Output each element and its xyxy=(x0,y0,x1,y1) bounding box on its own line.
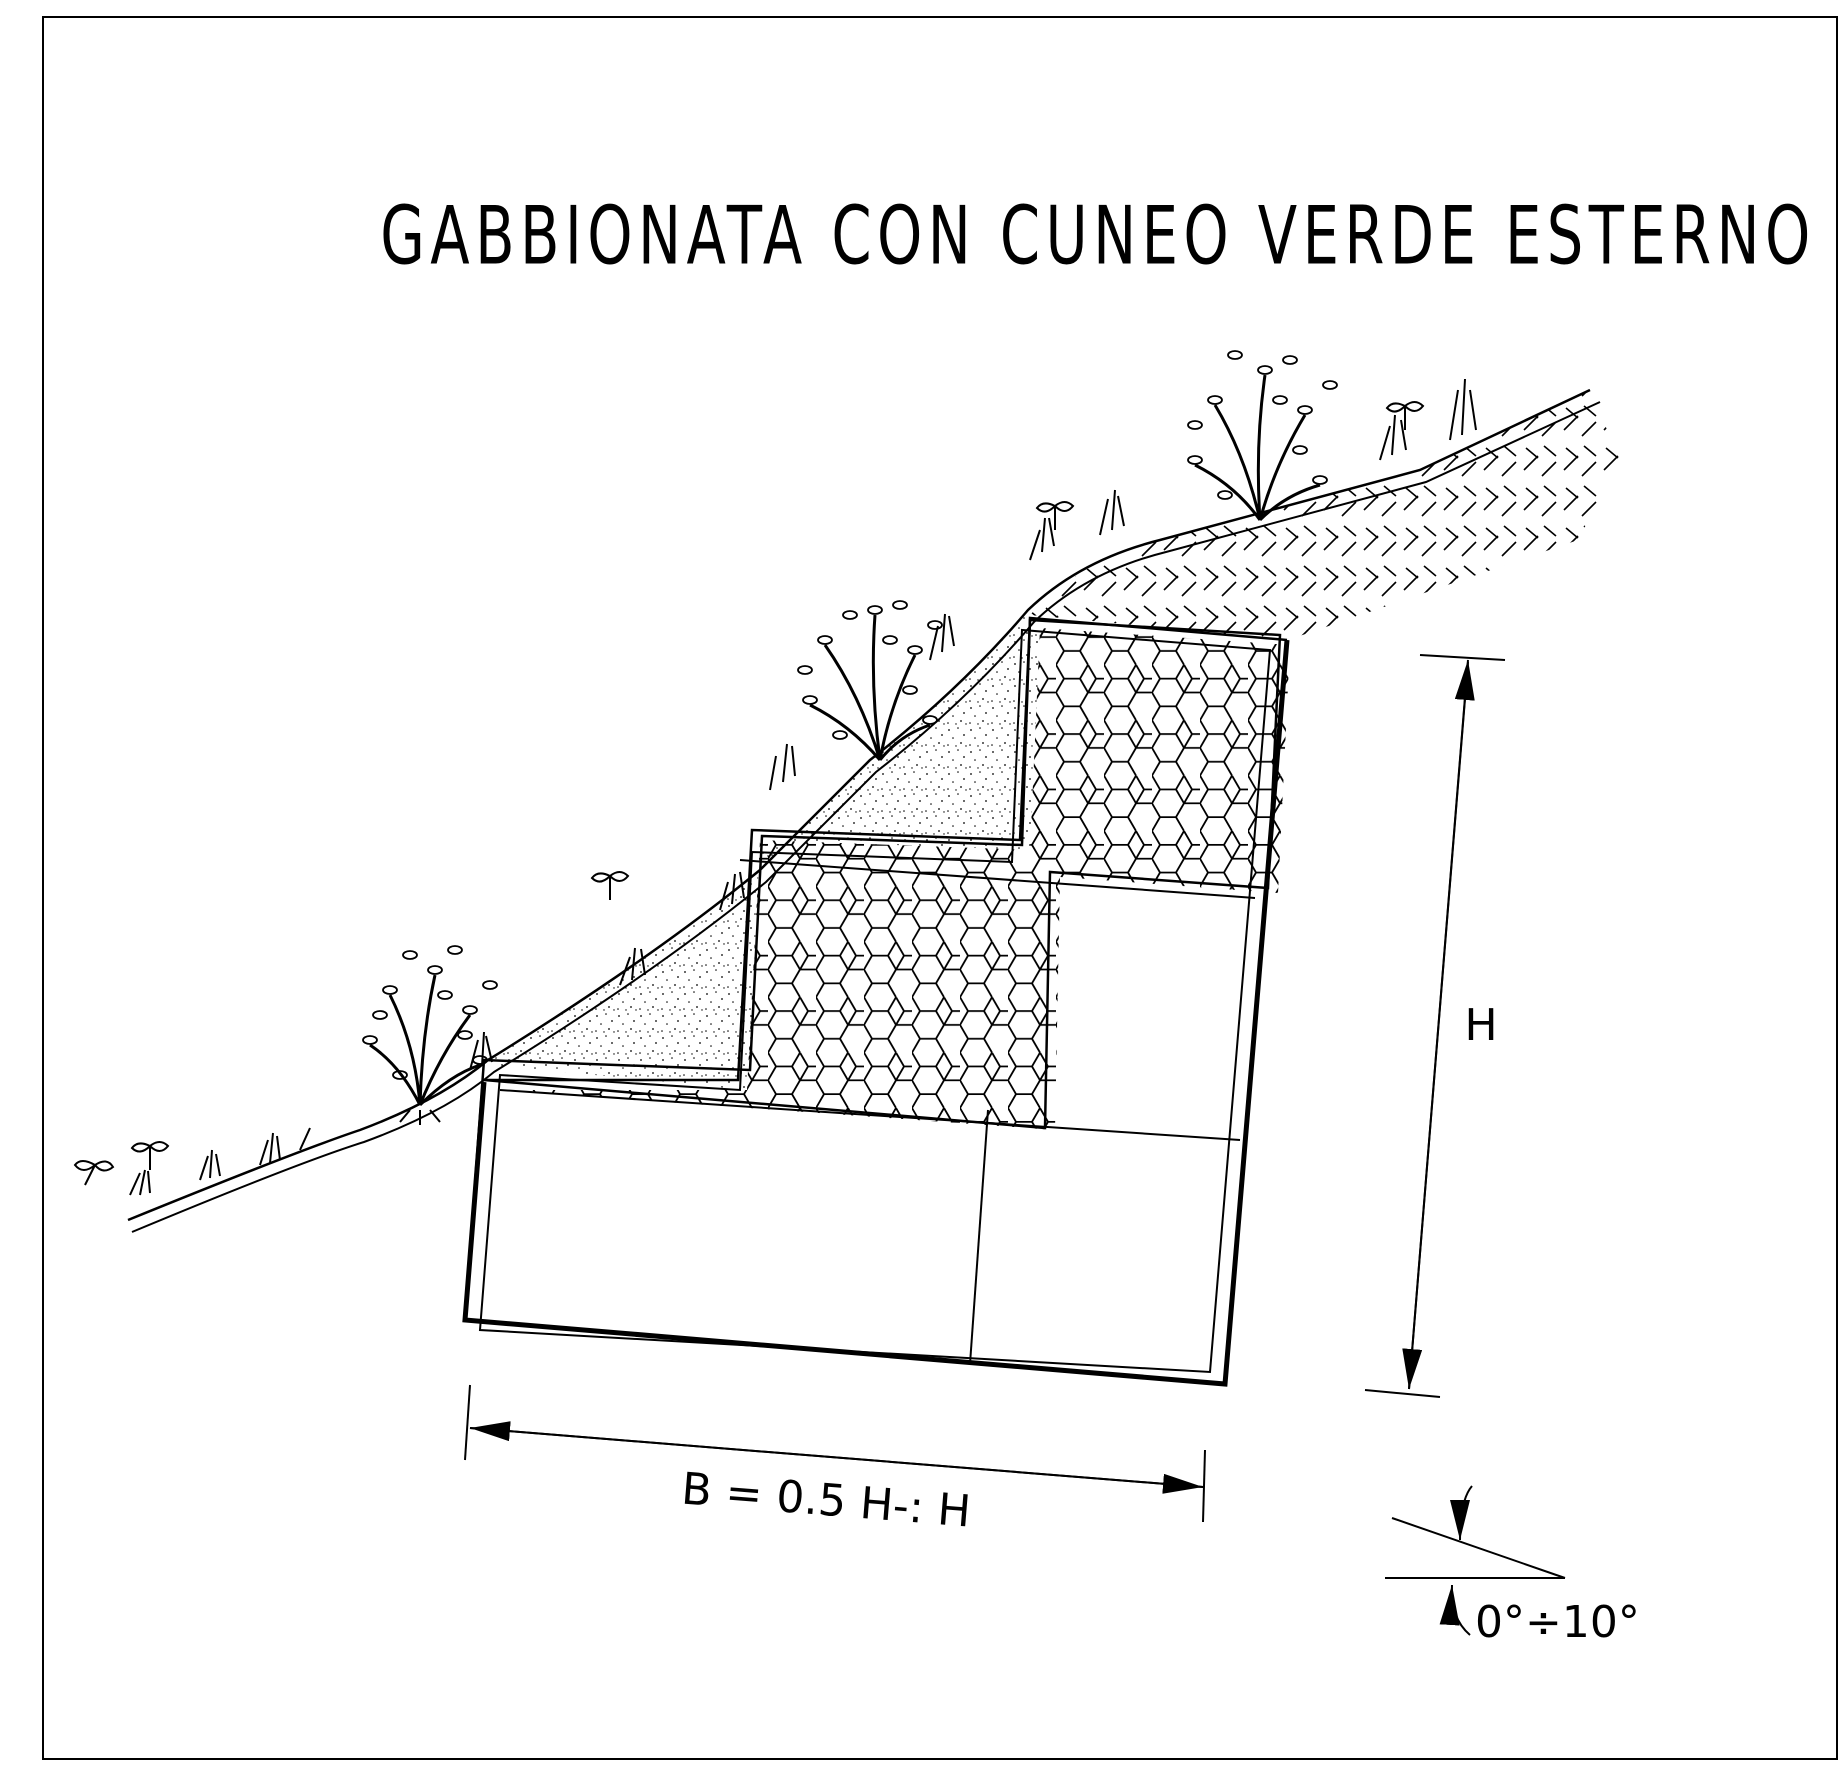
inclination-symbol xyxy=(1385,1485,1566,1636)
base-label: B = 0.5 H-: H xyxy=(680,1464,973,1538)
natural-ground-hatch xyxy=(1030,390,1620,640)
base-dimension xyxy=(464,1384,1206,1523)
angle-label: 0°÷10° xyxy=(1475,1597,1640,1648)
drawing-frame xyxy=(42,16,1838,1760)
ground-surface xyxy=(127,388,1591,1222)
drawing-title: GABBIONATA CON CUNEO VERDE ESTERNO xyxy=(380,190,1815,283)
shrub-icon xyxy=(797,600,943,761)
ground-surface-inner xyxy=(131,401,1601,1233)
height-dimension xyxy=(1364,654,1506,1398)
shrub-icon xyxy=(362,945,498,1125)
shrub-icon xyxy=(1187,350,1338,522)
seedling-icon xyxy=(73,401,1425,1186)
grass-tufts xyxy=(129,378,1477,1196)
height-label: H xyxy=(1464,1000,1497,1051)
